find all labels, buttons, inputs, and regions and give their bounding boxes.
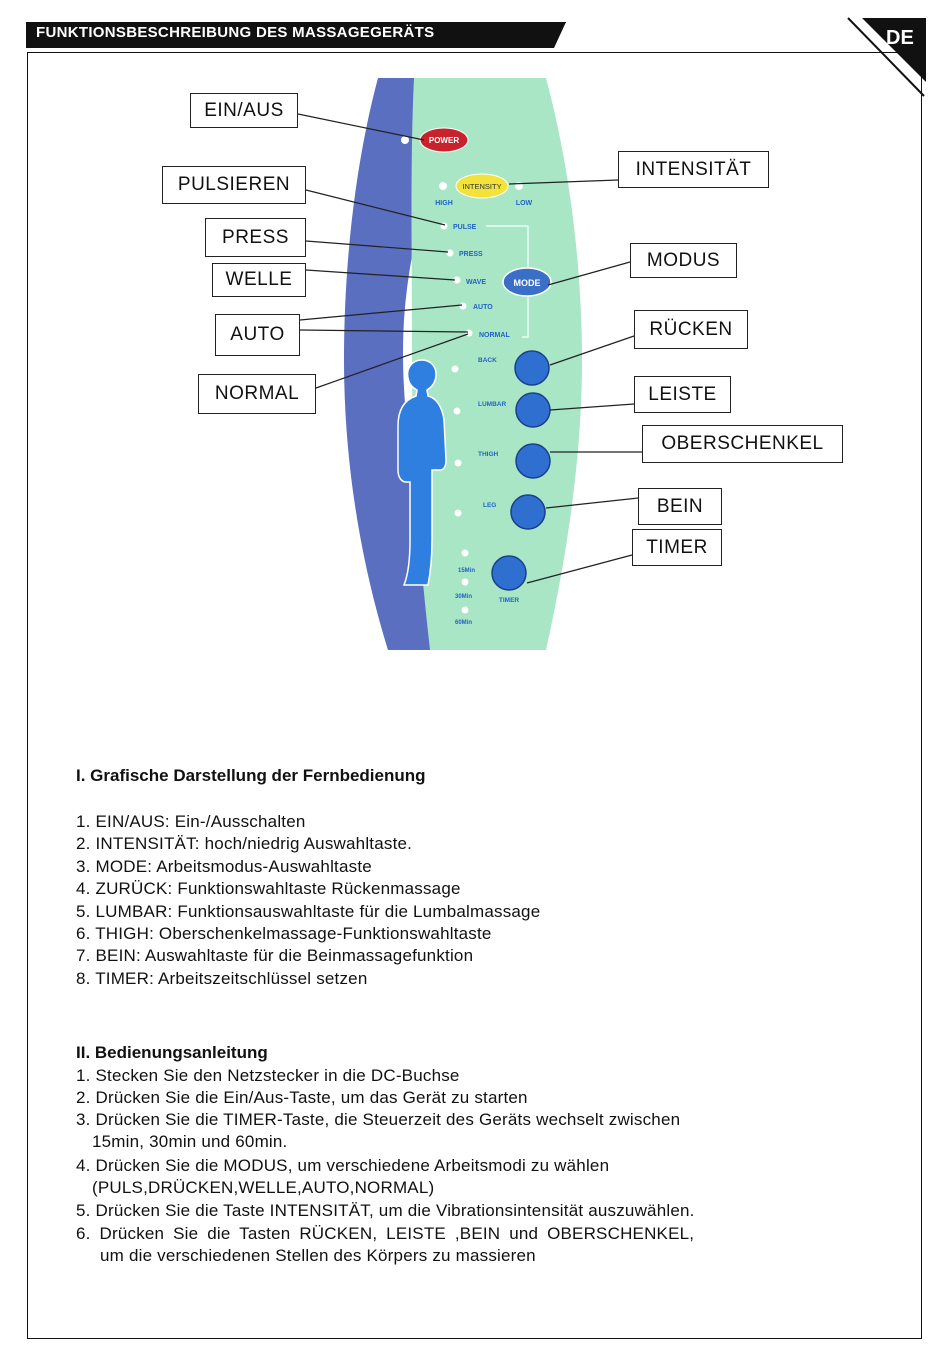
power-label: POWER	[429, 136, 459, 145]
language-corner	[847, 17, 926, 97]
callout-oberschenkel: OBERSCHENKEL	[642, 425, 843, 463]
callout-ein-aus: EIN/AUS	[190, 93, 298, 128]
body-silhouette-icon	[397, 359, 447, 586]
section2-item: 2. Drücken Sie die Ein/Aus-Taste, um das…	[76, 1088, 528, 1107]
callout-leiste: LEISTE	[634, 376, 731, 413]
timer-60-label: 60Min	[455, 620, 472, 626]
auto-label: AUTO	[473, 304, 493, 311]
wave-label: WAVE	[466, 279, 486, 286]
thigh-button	[515, 443, 551, 479]
callout-press: PRESS	[205, 218, 306, 257]
pulse-label: PULSE	[453, 224, 477, 231]
callout-welle: WELLE	[212, 263, 306, 297]
section1-item: 8. TIMER: Arbeitszeitschlüssel setzen	[76, 969, 368, 988]
section2-title: II. Bedienungsanleitung	[76, 1043, 268, 1062]
intensity-button	[455, 173, 509, 199]
section2-item: (PULS,DRÜCKEN,WELLE,AUTO,NORMAL)	[92, 1178, 435, 1197]
section1-item: 1. EIN/AUS: Ein-/Ausschalten	[76, 812, 306, 831]
remote-body-blue	[344, 78, 472, 650]
callout-modus: MODUS	[630, 243, 737, 278]
section1-title: I. Grafische Darstellung der Fernbedienu…	[76, 766, 426, 785]
callout-intensitaet: INTENSITÄT	[618, 151, 769, 188]
timer-label: TIMER	[499, 597, 520, 604]
lumbar-button	[515, 392, 551, 428]
section1-item: 4. ZURÜCK: Funktionswahltaste Rückenmass…	[76, 879, 461, 898]
callout-auto: AUTO	[215, 314, 300, 356]
section2-item: 3. Drücken Sie die TIMER-Taste, die Steu…	[76, 1110, 681, 1129]
callout-timer: TIMER	[632, 529, 722, 566]
normal-label: NORMAL	[479, 332, 510, 339]
press-label: PRESS	[459, 251, 483, 258]
leg-button	[510, 494, 546, 530]
section1-item: 5. LUMBAR: Funktionsauswahltaste für die…	[76, 902, 541, 921]
page-frame	[27, 52, 922, 1339]
section2-item: 4. Drücken Sie die MODUS, um verschieden…	[76, 1156, 610, 1175]
section2-item: 6. Drücken Sie die Tasten RÜCKEN, LEISTE…	[76, 1224, 695, 1243]
callout-bein: BEIN	[638, 488, 722, 525]
timer-button	[491, 555, 527, 591]
mode-button	[502, 267, 552, 297]
low-label: LOW	[516, 200, 533, 207]
leg-label: LEG	[483, 502, 496, 509]
back-label: BACK	[478, 357, 497, 364]
section1-item: 7. BEIN: Auswahltaste für die Beinmassag…	[76, 946, 474, 965]
mode-label: MODE	[514, 278, 541, 288]
section1-item: 2. INTENSITÄT: hoch/niedrig Auswahltaste…	[76, 834, 413, 853]
callout-normal: NORMAL	[198, 374, 316, 414]
language-tag: DE	[886, 27, 914, 49]
power-button	[419, 127, 469, 153]
section1-item: 6. THIGH: Oberschenkelmassage-Funktionsw…	[76, 924, 492, 943]
section2-item: um die verschiedenen Stellen des Körpers…	[100, 1246, 536, 1265]
timer-15-label: 15Min	[458, 568, 475, 574]
high-label: HIGH	[435, 200, 453, 207]
intensity-label: INTENSITY	[462, 182, 501, 191]
back-button	[514, 350, 550, 386]
callout-ruecken: RÜCKEN	[634, 310, 748, 349]
section2-item: 1. Stecken Sie den Netzstecker in die DC…	[76, 1066, 460, 1085]
callout-pulsieren: PULSIEREN	[162, 166, 306, 204]
section2-item: 5. Drücken Sie die Taste INTENSITÄT, um …	[76, 1201, 695, 1220]
header-band	[26, 22, 566, 48]
thigh-label: THIGH	[478, 451, 499, 458]
section1-item: 3. MODE: Arbeitsmodus-Auswahltaste	[76, 857, 372, 876]
header-title: FUNKTIONSBESCHREIBUNG DES MASSAGEGERÄTS	[36, 24, 435, 41]
remote-illustration: POWER INTENSITY HIGH LOW PULSE PRESS WAV…	[297, 78, 642, 650]
lumbar-label: LUMBAR	[478, 401, 506, 408]
section2-item: 15min, 30min und 60min.	[92, 1132, 288, 1151]
timer-30-label: 30Min	[455, 594, 472, 600]
